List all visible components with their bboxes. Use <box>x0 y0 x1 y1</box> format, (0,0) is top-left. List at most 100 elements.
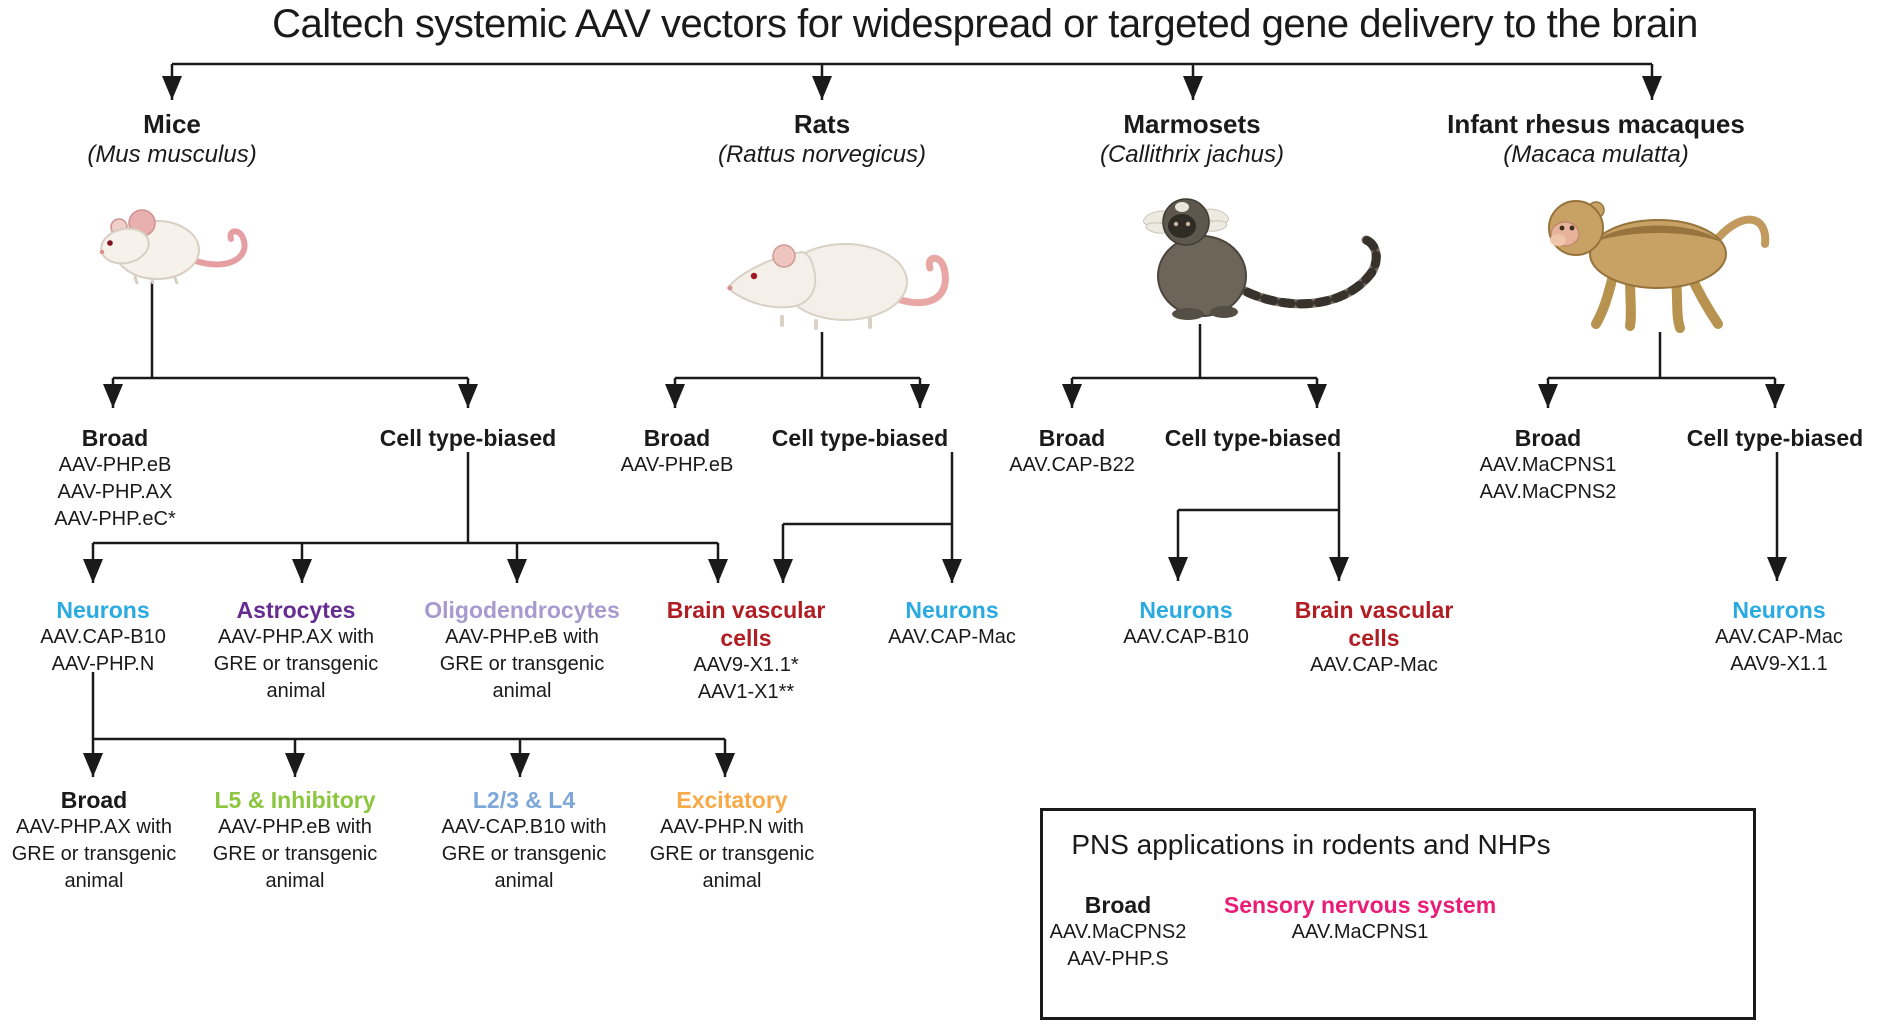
vector-name: GRE or transgenic <box>441 843 607 865</box>
node-title: L2/3 & L4 <box>472 787 576 813</box>
vector-name: GRE or transgenic <box>649 843 815 865</box>
node-title: cells <box>720 625 772 651</box>
vector-name: AAV-PHP.eB with <box>218 816 372 838</box>
species-name: Mice <box>143 109 201 139</box>
vector-name: animal <box>494 870 554 892</box>
vector-name: animal <box>492 680 552 702</box>
node-title: Cell type-biased <box>1686 425 1864 451</box>
node-layers-l5-inhibitory: L5 & Inhibitory AAV-PHP.eB with GRE or t… <box>213 786 378 895</box>
node-macaques-cell-type-biased: Cell type-biased <box>1687 424 1863 452</box>
vector-name: AAV.CAP-Mac <box>1715 626 1843 648</box>
vector-name: animal <box>702 870 762 892</box>
node-title: Neurons <box>1732 597 1826 623</box>
vector-name: AAV.MaCPNS2 <box>1479 481 1617 503</box>
species-header-rats: Rats (Rattus norvegicus) <box>718 108 926 170</box>
marmoset-illustration <box>1142 198 1381 320</box>
vector-name: AAV-PHP.eB with <box>445 626 599 648</box>
pns-applications-box: PNS applications in rodents and NHPs Bro… <box>1040 808 1756 1020</box>
figure-title: Caltech systemic AAV vectors for widespr… <box>272 2 1698 46</box>
vector-name: AAV-PHP.eC* <box>54 508 176 530</box>
vector-name: AAV1-X1** <box>697 681 795 703</box>
macaque-illustration <box>1548 200 1770 333</box>
node-macaques-broad: Broad AAV.MaCPNS1 AAV.MaCPNS2 <box>1480 424 1617 506</box>
species-name: Marmosets <box>1123 109 1261 139</box>
node-pns-sensory-nervous-system: Sensory nervous system AAV.MaCPNS1 <box>1224 891 1496 946</box>
node-title: Broad <box>60 787 128 813</box>
vector-name: GRE or transgenic <box>213 653 379 675</box>
species-latin-name: (Macaca mulatta) <box>1503 141 1689 168</box>
mice-connectors <box>83 282 735 777</box>
vector-name: AAV-PHP.N with <box>660 816 804 838</box>
macaques-connectors <box>1538 332 1787 581</box>
node-mice-oligodendrocytes: Oligodendrocytes AAV-PHP.eB with GRE or … <box>424 596 620 705</box>
vector-name: animal <box>266 680 326 702</box>
vector-name: AAV.CAP-B10 <box>40 626 166 648</box>
node-rats-neurons: Neurons AAV.CAP-Mac <box>888 596 1016 651</box>
node-title: Neurons <box>56 597 150 623</box>
node-mice-broad: Broad AAV-PHP.eB AAV-PHP.AX AAV-PHP.eC* <box>54 424 176 533</box>
vector-name: GRE or transgenic <box>439 653 605 675</box>
node-layers-broad: Broad AAV-PHP.AX with GRE or transgenic … <box>12 786 177 895</box>
node-marmosets-cell-type-biased: Cell type-biased <box>1165 424 1341 452</box>
node-mice-neurons: Neurons AAV.CAP-B10 AAV-PHP.N <box>40 596 166 678</box>
species-header-marmosets: Marmosets (Callithrix jachus) <box>1100 108 1284 170</box>
species-latin-name: (Rattus norvegicus) <box>717 141 927 168</box>
species-header-macaques: Infant rhesus macaques (Macaca mulatta) <box>1447 108 1745 170</box>
node-rats-cell-type-biased: Cell type-biased <box>772 424 948 452</box>
node-title: Brain vascular <box>1294 597 1454 623</box>
node-mice-astrocytes: Astrocytes AAV-PHP.AX with GRE or transg… <box>214 596 379 705</box>
vector-name: AAV.MaCPNS2 <box>1049 921 1187 943</box>
vector-name: AAV-PHP.AX with <box>217 626 374 648</box>
node-title: Neurons <box>1139 597 1233 623</box>
node-title: Cell type-biased <box>379 425 557 451</box>
node-title: Broad <box>1514 425 1582 451</box>
node-title: Broad <box>643 425 711 451</box>
marmosets-connectors <box>1062 324 1349 581</box>
node-marmosets-neurons: Neurons AAV.CAP-B10 <box>1123 596 1249 651</box>
vector-name: AAV.CAP-B10 <box>1123 626 1249 648</box>
vector-name: AAV9-X1.1 <box>1730 653 1828 675</box>
pns-box-title: PNS applications in rodents and NHPs <box>1071 829 1551 860</box>
vector-name: GRE or transgenic <box>11 843 177 865</box>
node-marmosets-broad: Broad AAV.CAP-B22 <box>1009 424 1135 479</box>
node-title: Excitatory <box>676 787 788 813</box>
vector-name: AAV-PHP.N <box>51 653 155 675</box>
species-name: Infant rhesus macaques <box>1447 109 1745 139</box>
node-title: Cell type-biased <box>1164 425 1342 451</box>
node-title: L5 & Inhibitory <box>214 787 376 813</box>
node-title: Astrocytes <box>236 597 356 623</box>
vector-name: GRE or transgenic <box>212 843 378 865</box>
node-title: Cell type-biased <box>771 425 949 451</box>
vector-name: animal <box>265 870 325 892</box>
mouse-illustration <box>99 209 248 284</box>
node-layers-excitatory: Excitatory AAV-PHP.N with GRE or transge… <box>650 786 815 895</box>
vector-name: animal <box>64 870 124 892</box>
node-pns-broad: Broad AAV.MaCPNS2 AAV-PHP.S <box>1050 891 1187 973</box>
node-title: Neurons <box>905 597 999 623</box>
species-latin-name: (Callithrix jachus) <box>1099 141 1285 168</box>
vector-name: AAV.CAP-B22 <box>1009 454 1135 476</box>
node-title: Broad <box>81 425 149 451</box>
node-title: Broad <box>1038 425 1106 451</box>
vector-name: AAV-PHP.S <box>1067 948 1169 970</box>
vector-name: AAV.MaCPNS1 <box>1291 921 1429 943</box>
species-name: Rats <box>793 109 851 139</box>
node-title: Sensory nervous system <box>1223 892 1497 918</box>
vector-name: AAV-PHP.eB <box>58 454 172 476</box>
node-title: Broad <box>1084 892 1152 918</box>
node-macaques-neurons: Neurons AAV.CAP-Mac AAV9-X1.1 <box>1715 596 1843 678</box>
node-rats-broad: Broad AAV-PHP.eB <box>621 424 734 479</box>
vector-name: AAV-PHP.eB <box>620 454 734 476</box>
node-rodent-brain-vascular-cells: Brain vascular cells AAV9-X1.1* AAV1-X1*… <box>667 596 826 706</box>
rat-illustration <box>726 243 949 330</box>
vector-name: AAV-PHP.AX <box>57 481 173 503</box>
node-layers-l23-l4: L2/3 & L4 AAV-CAP.B10 with GRE or transg… <box>442 786 607 895</box>
vector-name: AAV.CAP-Mac <box>1310 654 1438 676</box>
node-marmosets-brain-vascular-cells: Brain vascular cells AAV.CAP-Mac <box>1295 596 1454 679</box>
node-title: cells <box>1348 625 1400 651</box>
rats-connectors <box>665 332 962 583</box>
node-title: Brain vascular <box>666 597 826 623</box>
top-split-connector <box>162 62 1662 100</box>
